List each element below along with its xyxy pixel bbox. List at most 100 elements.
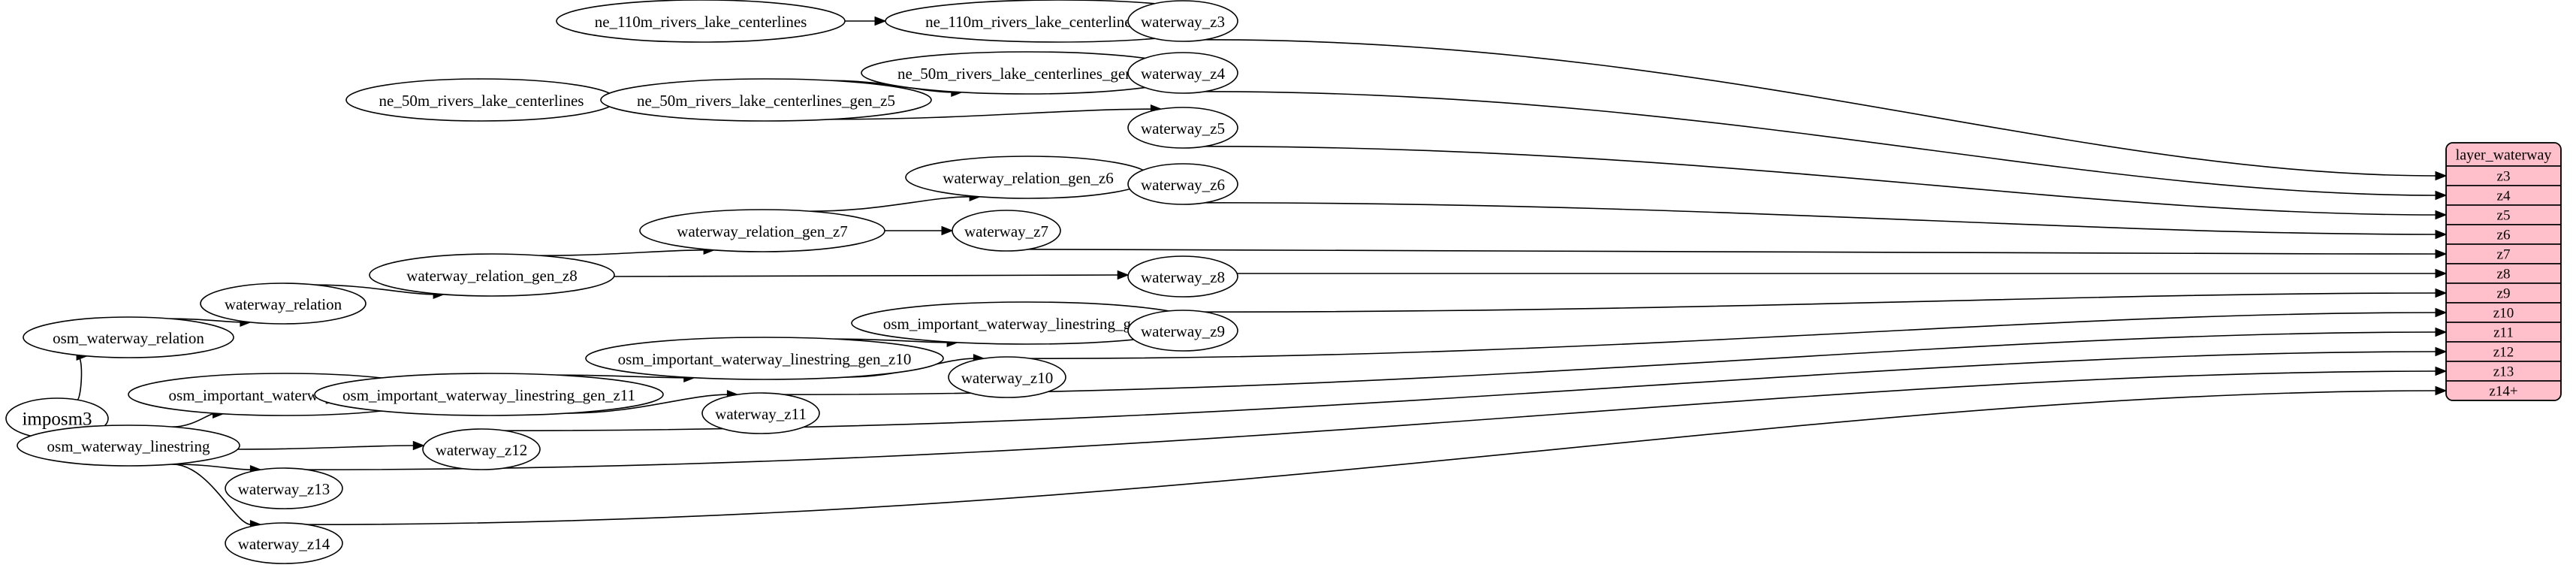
edge-line — [567, 394, 728, 414]
node-shape — [422, 428, 541, 470]
node-label: osm_important_waterway_linestring_gen_z1… — [618, 350, 912, 368]
node-label: osm_waterway_relation — [53, 329, 204, 347]
arrow-head-icon — [2435, 307, 2448, 318]
edge-line — [315, 284, 435, 295]
node-label: waterway_z11 — [715, 405, 807, 423]
node-waterway_relation_gen_z6[interactable]: waterway_relation_gen_z6 — [905, 156, 1151, 199]
node-waterway_z12[interactable]: waterway_z12 — [422, 428, 541, 470]
node-osm_important_waterway_linestring_gen_z11[interactable]: osm_important_waterway_linestring_gen_z1… — [314, 373, 664, 416]
table-row-label: z4 — [2497, 189, 2511, 204]
node-label: waterway_z8 — [1141, 268, 1225, 286]
node-ne_50m_rivers_lake_centerlines_gen_z4[interactable]: ne_50m_rivers_lake_centerlines_gen_z4 — [861, 51, 1193, 95]
node-label: waterway_z10 — [961, 369, 1053, 387]
table-row-label: z3 — [2497, 169, 2511, 185]
node-osm_important_waterway_linestring_gen_z9[interactable]: osm_important_waterway_linestring_gen_z9 — [851, 301, 1201, 345]
layer-waterway-table: layer_waterwayz3z4z5z6z7z8z9z10z11z12z13… — [2446, 143, 2561, 400]
node-ne_110m_rivers_lake_centerlines[interactable]: ne_110m_rivers_lake_centerlines — [556, 0, 846, 43]
node-waterway_z8[interactable]: waterway_z8 — [1127, 255, 1238, 298]
edge-line — [1204, 91, 2437, 196]
node-osm_waterway_linestring[interactable]: osm_waterway_linestring — [17, 425, 240, 467]
node-shape — [1127, 255, 1238, 298]
node-waterway_z11[interactable]: waterway_z11 — [701, 392, 820, 434]
edge-waterway_z12--to--layer_waterway-z12 — [504, 346, 2448, 431]
node-label: waterway_relation_gen_z6 — [943, 169, 1113, 187]
node-shape — [585, 337, 944, 380]
node-label: osm_important_waterway_linestring_gen_z1… — [342, 386, 635, 404]
edge-line — [1027, 249, 2437, 255]
node-waterway_relation[interactable]: waterway_relation — [200, 282, 366, 325]
table-row-z9[interactable] — [2446, 282, 2561, 304]
node-waterway_z3[interactable]: waterway_z3 — [1127, 0, 1238, 42]
table-row-label: z12 — [2493, 345, 2514, 361]
edge-line — [834, 338, 949, 343]
table-row-z14+[interactable] — [2446, 380, 2561, 400]
edge-line — [1204, 292, 2437, 313]
node-waterway_z4[interactable]: waterway_z4 — [1127, 52, 1238, 94]
table-row-label: z7 — [2497, 247, 2511, 263]
node-shape — [948, 356, 1066, 398]
arrow-head-icon — [2435, 229, 2448, 240]
arrow-head-icon — [2435, 190, 2448, 201]
edge-waterway_z6--to--layer_waterway-z6 — [1204, 202, 2448, 240]
edge-line — [810, 196, 971, 212]
edge-waterway_z7--to--layer_waterway-z7 — [1027, 249, 2448, 259]
node-osm_important_waterway_linestring_gen_z10[interactable]: osm_important_waterway_linestring_gen_z1… — [585, 337, 944, 380]
node-waterway_z14[interactable]: waterway_z14 — [225, 522, 343, 564]
arrow-head-icon — [941, 225, 954, 236]
node-label: waterway_z4 — [1141, 65, 1225, 83]
edge-line — [557, 374, 685, 379]
table-row-z7[interactable] — [2446, 243, 2561, 264]
node-waterway_relation_gen_z8[interactable]: waterway_relation_gen_z8 — [369, 253, 615, 297]
table-row-label: z11 — [2493, 325, 2514, 341]
node-waterway_z10[interactable]: waterway_z10 — [948, 356, 1066, 398]
node-waterway_z7[interactable]: waterway_z7 — [952, 210, 1061, 252]
edge-line — [1030, 312, 2437, 359]
edge-line — [539, 249, 705, 256]
node-shape — [556, 0, 846, 43]
edge-line — [306, 390, 2437, 525]
edge-line — [831, 108, 1152, 120]
table-row-label: z14+ — [2489, 384, 2517, 400]
edge-line — [306, 370, 2437, 470]
edge-line — [1204, 202, 2437, 235]
edge-line — [171, 413, 214, 428]
edge-line — [171, 464, 252, 470]
table-title: layer_waterway — [2456, 147, 2552, 164]
edge-waterway_relation_gen_z8--to--waterway_z8 — [614, 270, 1130, 280]
node-waterway_relation_gen_z7[interactable]: waterway_relation_gen_z7 — [639, 209, 885, 252]
node-label: osm_important_waterway_linestring_gen_z9 — [883, 315, 1169, 333]
node-shape — [1127, 163, 1238, 205]
arrow-head-icon — [2435, 249, 2448, 259]
edge-osm_waterway_linestring--to--waterway_z12 — [237, 440, 425, 451]
node-waterway_z6[interactable]: waterway_z6 — [1127, 163, 1238, 205]
node-waterway_z9[interactable]: waterway_z9 — [1127, 310, 1238, 352]
node-label: waterway_z13 — [238, 480, 330, 498]
table-row-z11[interactable] — [2446, 322, 2561, 343]
table-row-z12[interactable] — [2446, 341, 2561, 362]
node-label: waterway_z9 — [1141, 322, 1225, 340]
node-shape — [600, 78, 932, 122]
node-shape — [225, 467, 343, 509]
node-shape — [1127, 0, 1238, 42]
table-row-label: z13 — [2493, 364, 2514, 380]
edge-waterway_z9--to--layer_waterway-z9 — [1204, 288, 2448, 313]
node-osm_waterway_relation[interactable]: osm_waterway_relation — [23, 316, 234, 358]
edge-line — [237, 445, 415, 450]
node-label: ne_110m_rivers_lake_centerlines — [595, 13, 807, 31]
node-label: waterway_z12 — [436, 441, 527, 459]
node-label: waterway_z5 — [1141, 119, 1225, 137]
node-label: osm_waterway_linestring — [47, 437, 210, 455]
edge-waterway_z14--to--layer_waterway-z14+ — [306, 385, 2448, 525]
edge-line — [76, 355, 83, 400]
node-ne_50m_rivers_lake_centerlines_gen_z5[interactable]: ne_50m_rivers_lake_centerlines_gen_z5 — [600, 78, 932, 122]
table-row-z3[interactable] — [2446, 165, 2561, 186]
edge-waterway_z3--to--layer_waterway-z3 — [1204, 39, 2448, 181]
node-waterway_z5[interactable]: waterway_z5 — [1127, 107, 1238, 149]
arrow-head-icon — [2435, 366, 2448, 376]
node-ne_50m_rivers_lake_centerlines[interactable]: ne_50m_rivers_lake_centerlines — [345, 78, 617, 122]
node-waterway_z13[interactable]: waterway_z13 — [225, 467, 343, 509]
node-label: waterway_z3 — [1141, 13, 1225, 31]
edge-line — [171, 464, 252, 525]
